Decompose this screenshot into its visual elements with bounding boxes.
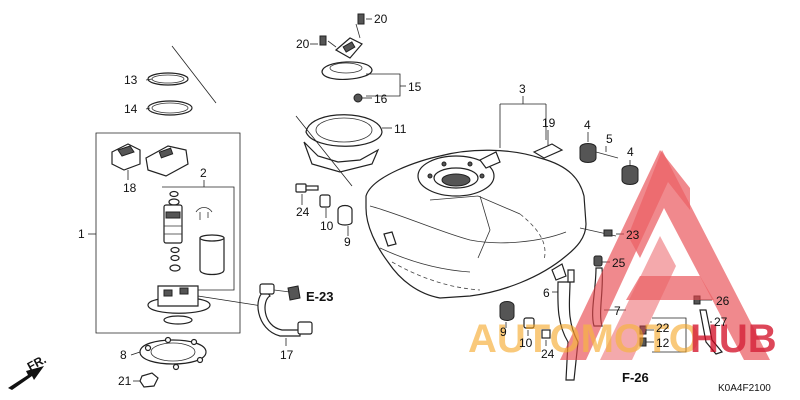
collar-10-lower: [523, 317, 535, 329]
clip-25: [593, 255, 603, 267]
rubber-9: [337, 204, 353, 226]
hose-27: [699, 309, 724, 355]
watermark: AUTOMOTO HUB: [468, 150, 777, 361]
callout-13: 13: [124, 73, 138, 87]
callout-7: 7: [614, 304, 621, 318]
ref-f26: F-26: [622, 370, 649, 385]
callout-23: 23: [626, 228, 640, 242]
pump-cap-bracket: [145, 145, 189, 177]
callout-24-left: 24: [296, 205, 310, 219]
callout-4-upper: 4: [584, 118, 591, 132]
callout-26: 26: [716, 294, 730, 308]
bolt-16: [353, 93, 363, 103]
watermark-right-text: HUB: [690, 317, 777, 361]
callout-6: 6: [543, 286, 550, 300]
fuel-pump-body: [163, 204, 183, 244]
callout-21: 21: [118, 374, 132, 388]
rubber-9-lower: [499, 301, 515, 321]
callout-1: 1: [78, 227, 85, 241]
drawing-code: K0A4F2100: [718, 383, 771, 394]
filler-cap-group: [295, 13, 406, 187]
callout-20-right: 20: [374, 12, 388, 26]
fuel-filter: [199, 237, 225, 276]
callout-8: 8: [120, 348, 127, 362]
bolt-24: [295, 183, 307, 193]
callout-16: 16: [374, 92, 388, 106]
rubber-4-lower: [621, 165, 639, 185]
callout-2: 2: [200, 166, 207, 180]
callout-11: 11: [394, 122, 407, 136]
callout-15: 15: [408, 80, 422, 94]
callout-3: 3: [519, 82, 526, 96]
rubber-4-upper: [579, 143, 597, 163]
callout-10-lower: 10: [519, 336, 533, 350]
callout-18: 18: [123, 181, 137, 195]
vent-hose-group: [257, 283, 313, 346]
front-arrow-icon: [8, 366, 44, 390]
callout-24-lower: 24: [541, 347, 555, 361]
callout-14: 14: [124, 102, 138, 116]
watermark-left-text: AUTOMOTO: [468, 317, 700, 361]
mount-bolts-left: [295, 183, 353, 236]
seal-ring-11: [305, 114, 383, 147]
callout-labels: 13 14 18 2 1 8 21 20 20 15 16 11 24 10 9…: [25, 12, 771, 394]
callout-5: 5: [606, 132, 613, 146]
fuel-pump-group: [8, 45, 263, 390]
callout-12: 12: [656, 336, 670, 350]
nut-21: [139, 372, 159, 388]
ring-14: [147, 100, 193, 116]
group-frame-1: [95, 132, 241, 334]
right-fittings: [499, 132, 724, 381]
filler-cap: [321, 61, 373, 80]
callout-27: 27: [714, 315, 728, 329]
callout-19: 19: [542, 116, 556, 130]
tank-shell: [365, 149, 587, 299]
pad-19: [532, 143, 564, 159]
drain-tray: [303, 141, 380, 173]
fuel-tank: [365, 96, 587, 299]
callout-9-left: 9: [344, 235, 351, 249]
callout-22: 22: [656, 321, 670, 335]
callout-10-left: 10: [320, 219, 334, 233]
bolt-23: [603, 229, 613, 237]
callout-4-lower: 4: [627, 145, 634, 159]
bolt-24-lower: [541, 329, 551, 339]
callout-25: 25: [612, 256, 626, 270]
callout-17: 17: [280, 348, 294, 362]
callout-20-left: 20: [296, 37, 310, 51]
ref-e23: E-23: [306, 289, 333, 304]
callout-9-lower: 9: [500, 325, 507, 339]
collar-10: [319, 194, 331, 208]
